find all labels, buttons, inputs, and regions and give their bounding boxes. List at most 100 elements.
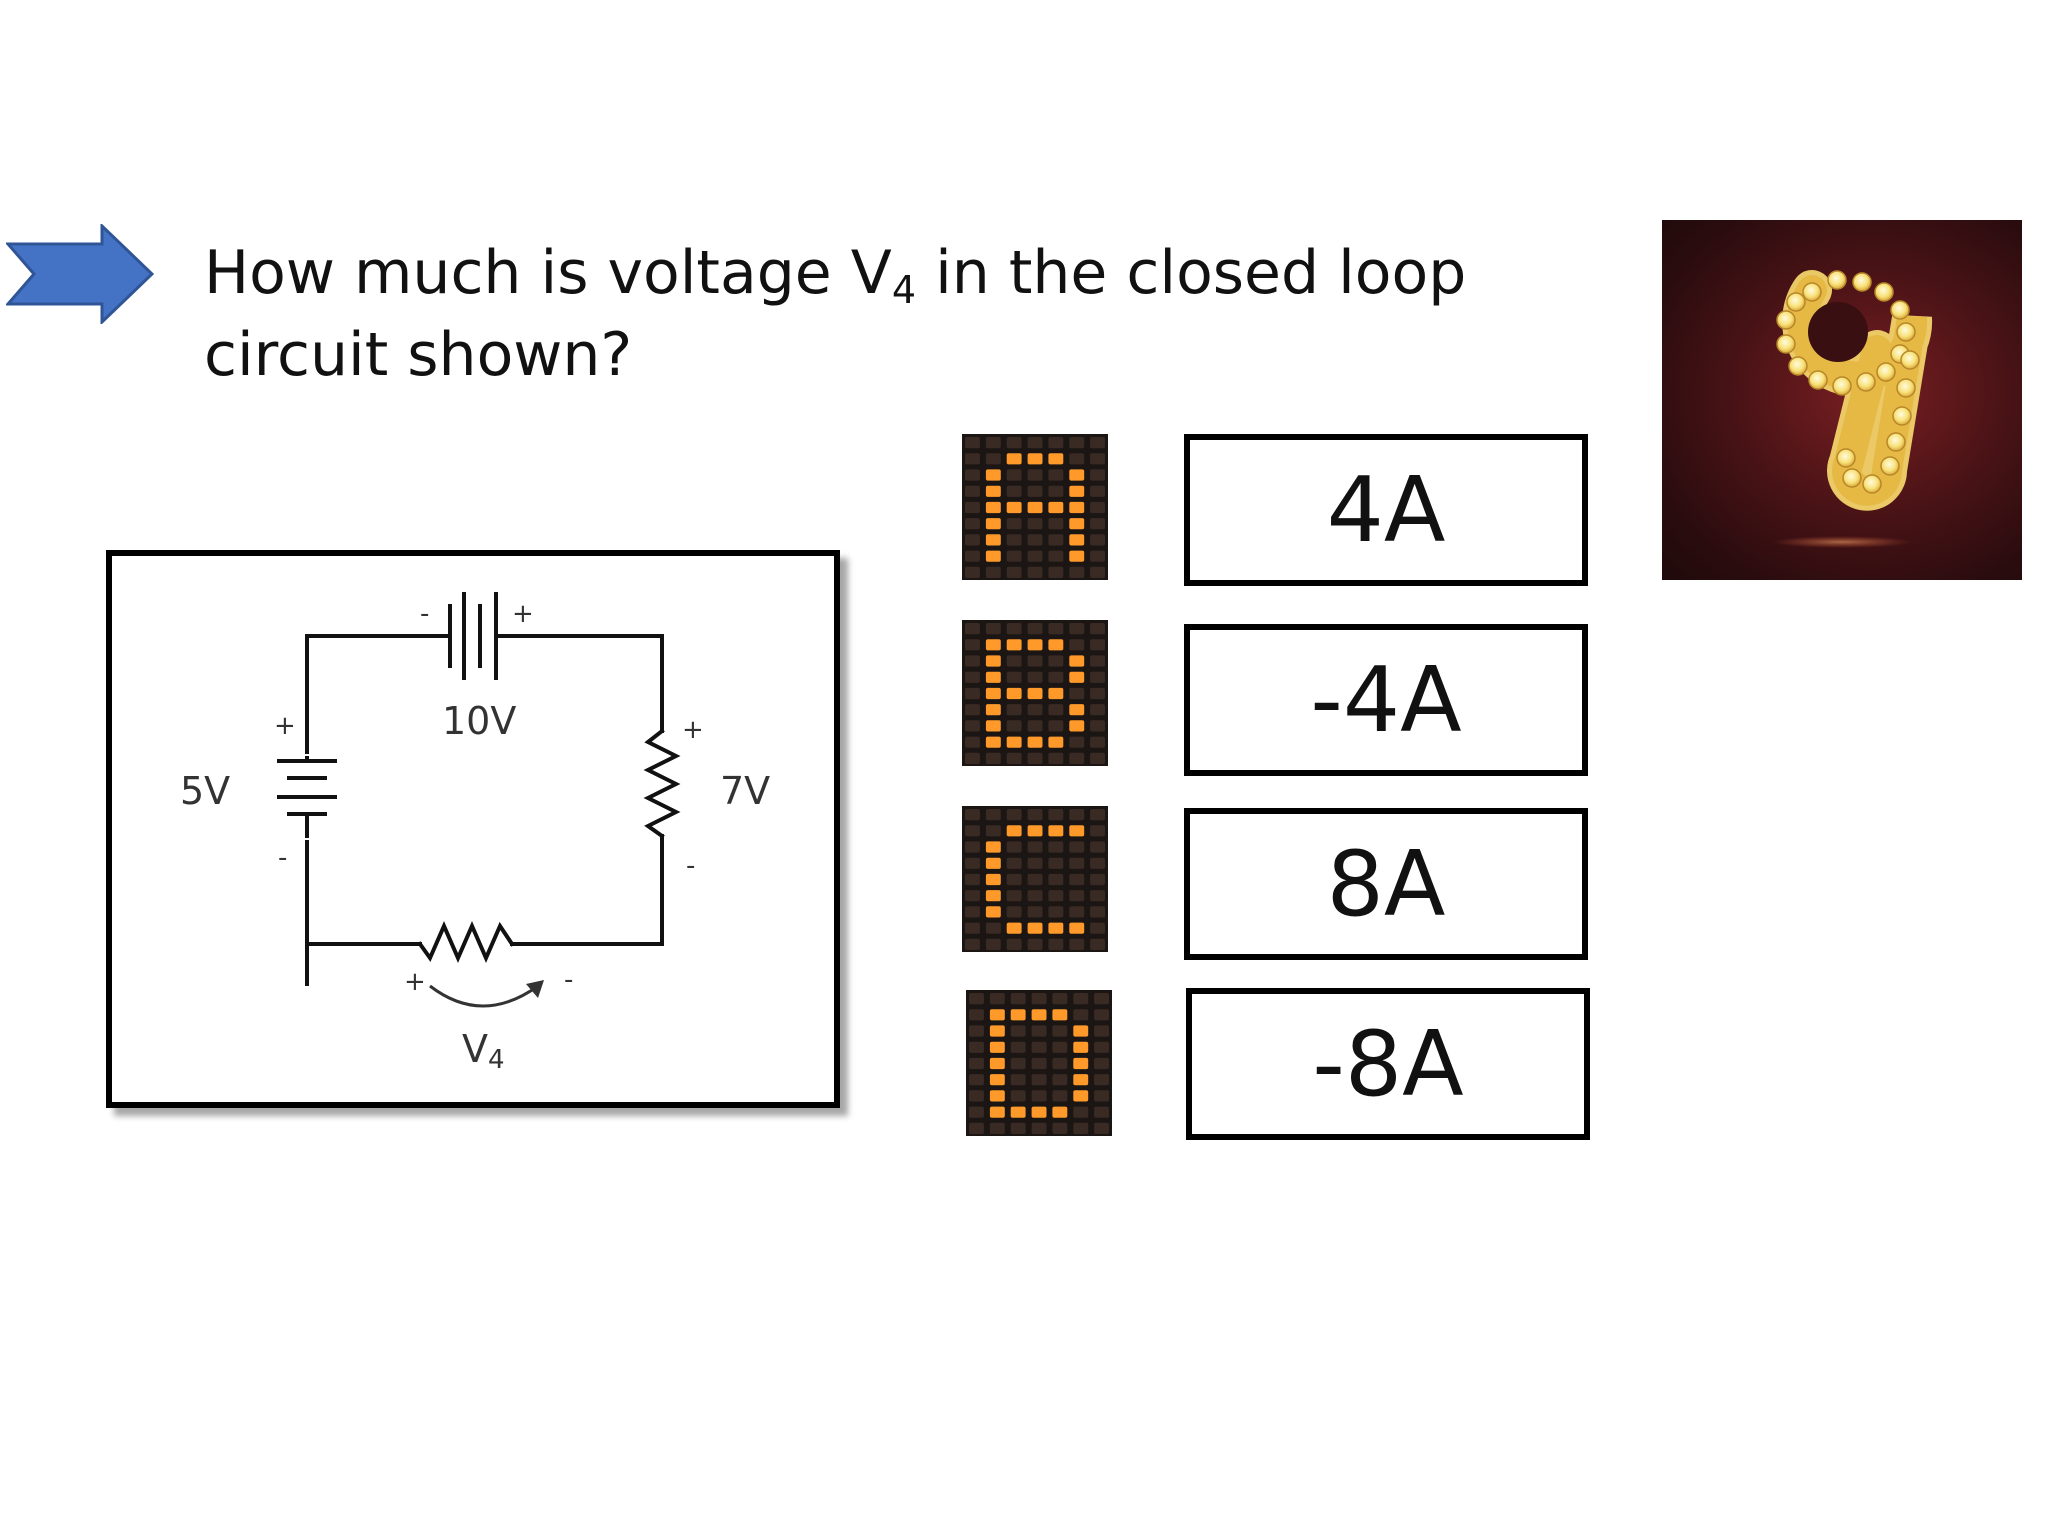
led-off-dot: [969, 1106, 984, 1118]
led-off-dot: [1090, 566, 1105, 578]
led-off-dot: [1052, 1090, 1068, 1102]
led-off-dot: [969, 1041, 984, 1053]
led-off-dot: [985, 809, 1001, 821]
led-off-dot: [1069, 857, 1085, 869]
led-off-dot: [1048, 518, 1064, 530]
led-off-dot: [965, 550, 980, 562]
circuit-top-minus: -: [420, 599, 429, 629]
led-off-dot: [985, 566, 1001, 578]
led-on-dot: [1006, 922, 1022, 934]
led-off-dot: [1031, 1057, 1047, 1070]
led-on-dot: [985, 534, 1001, 546]
led-off-dot: [1048, 437, 1064, 449]
led-off-dot: [1006, 469, 1022, 481]
circuit-left-source-label: 5V: [180, 769, 230, 813]
led-off-dot: [1090, 639, 1105, 651]
led-off-dot: [1094, 1074, 1109, 1086]
led-off-dot: [965, 752, 980, 764]
led-off-dot: [965, 437, 980, 449]
question-subscript: 4: [891, 268, 917, 312]
led-off-dot: [1027, 752, 1043, 764]
led-off-dot: [1031, 1025, 1047, 1037]
led-on-dot: [985, 469, 1001, 481]
marquee-bulb: [1862, 474, 1882, 494]
led-off-dot: [1069, 437, 1085, 449]
answer-option-d[interactable]: -8A: [1186, 988, 1590, 1140]
led-off-dot: [965, 841, 980, 853]
led-off-dot: [965, 623, 980, 635]
answer-option-b[interactable]: -4A: [1184, 624, 1588, 776]
question-text-after: in the closed loop circuit shown?: [204, 238, 1467, 390]
led-off-dot: [985, 752, 1001, 764]
led-off-dot: [1052, 1025, 1068, 1037]
led-off-dot: [1069, 566, 1085, 578]
led-off-dot: [985, 437, 1001, 449]
led-off-dot: [1006, 485, 1022, 497]
marquee-bulb: [1836, 448, 1856, 468]
led-off-dot: [965, 906, 980, 918]
led-off-dot: [985, 938, 1001, 950]
led-off-dot: [1027, 906, 1043, 918]
led-off-dot: [1094, 1122, 1109, 1134]
led-on-dot: [1069, 671, 1085, 683]
led-on-dot: [1073, 1025, 1089, 1037]
led-off-dot: [1090, 623, 1105, 635]
led-off-dot: [1027, 890, 1043, 902]
led-off-dot: [1027, 623, 1043, 635]
marquee-bulb: [1786, 292, 1806, 312]
led-off-dot: [1006, 873, 1022, 886]
led-off-dot: [1010, 1057, 1026, 1070]
led-on-dot: [1069, 518, 1085, 530]
led-on-dot: [1031, 1106, 1047, 1118]
led-on-dot: [1069, 469, 1085, 481]
led-off-dot: [1094, 993, 1109, 1005]
led-off-dot: [1048, 485, 1064, 497]
led-off-dot: [1073, 1009, 1089, 1021]
led-off-dot: [1006, 550, 1022, 562]
led-off-dot: [969, 993, 984, 1005]
marquee-bulb: [1827, 270, 1847, 290]
led-off-dot: [1048, 566, 1064, 578]
led-off-dot: [1090, 485, 1105, 497]
led-off-dot: [1048, 704, 1064, 716]
led-off-dot: [1069, 841, 1085, 853]
led-on-dot: [1069, 550, 1085, 562]
led-on-dot: [1027, 453, 1043, 465]
led-on-dot: [1052, 1106, 1068, 1118]
led-off-dot: [985, 453, 1001, 465]
led-on-dot: [1048, 825, 1064, 837]
circuit-diagram: - + 10V + 5V - + 7V - + - V4: [106, 550, 840, 1108]
led-off-dot: [1052, 1041, 1068, 1053]
led-off-dot: [965, 922, 980, 934]
led-off-dot: [1027, 873, 1043, 886]
led-off-dot: [1090, 437, 1105, 449]
answer-option-c[interactable]: 8A: [1184, 808, 1588, 960]
led-off-dot: [1010, 1025, 1026, 1037]
led-off-dot: [965, 671, 980, 683]
circuit-left-minus: -: [278, 843, 287, 873]
led-off-dot: [1090, 857, 1105, 869]
led-on-dot: [1027, 687, 1043, 700]
circuit-right-plus: +: [682, 715, 704, 745]
led-off-dot: [1010, 993, 1026, 1005]
led-off-dot: [1006, 809, 1022, 821]
led-on-dot: [1048, 736, 1064, 748]
led-off-dot: [1069, 906, 1085, 918]
led-off-dot: [1052, 1122, 1068, 1134]
led-off-dot: [1048, 655, 1064, 667]
answer-option-a[interactable]: 4A: [1184, 434, 1588, 586]
led-off-dot: [965, 518, 980, 530]
led-off-dot: [1031, 1090, 1047, 1102]
led-on-dot: [1027, 501, 1043, 514]
led-off-dot: [1048, 623, 1064, 635]
led-off-dot: [1069, 890, 1085, 902]
led-on-dot: [989, 1090, 1005, 1102]
led-off-dot: [1006, 704, 1022, 716]
led-off-dot: [1006, 752, 1022, 764]
led-off-dot: [969, 1009, 984, 1021]
led-on-dot: [985, 671, 1001, 683]
led-off-dot: [1069, 736, 1085, 748]
led-on-dot: [985, 857, 1001, 869]
led-off-dot: [1048, 469, 1064, 481]
